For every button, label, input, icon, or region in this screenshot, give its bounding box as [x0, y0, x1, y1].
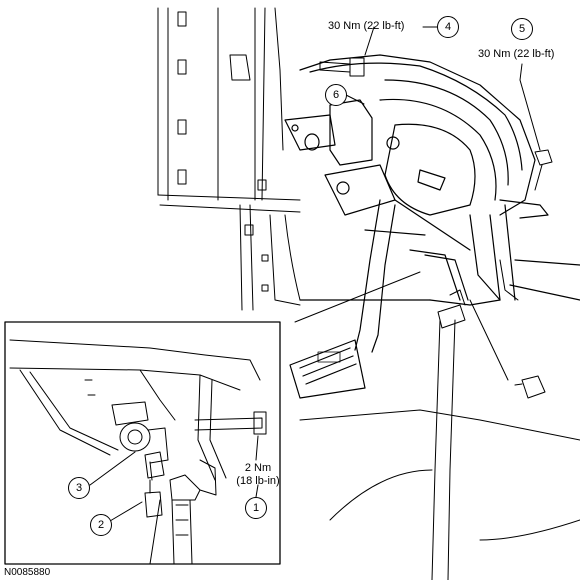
- detail-inset-frame: [4, 321, 281, 565]
- torque-spec-item-1-line1: 2 Nm: [244, 462, 272, 474]
- detail-inset-art: [9, 339, 267, 565]
- torque-spec-item-1-line2: (18 lb-in): [236, 475, 280, 487]
- loose-fastener: [499, 259, 546, 399]
- callout-5: 5: [511, 18, 533, 40]
- pedal-bracket: [284, 54, 580, 306]
- figure-id: N0085880: [4, 567, 51, 578]
- leader-lines-main: [294, 26, 541, 381]
- pillar-panel: [157, 7, 301, 311]
- bolt-item-4: [319, 57, 365, 77]
- switch-cable-main: [299, 289, 580, 580]
- callout-3: 3: [68, 477, 90, 499]
- torque-spec-item-4: 30 Nm (22 lb-ft): [328, 20, 405, 32]
- pedal-arm: [289, 199, 469, 399]
- leader-lines-inset: [89, 435, 259, 522]
- torque-spec-item-5: 30 Nm (22 lb-ft): [478, 48, 555, 60]
- callout-1: 1: [245, 497, 267, 519]
- callout-2: 2: [90, 514, 112, 536]
- callout-4: 4: [437, 16, 459, 38]
- bolt-item-5: [534, 149, 553, 191]
- callout-6: 6: [325, 84, 347, 106]
